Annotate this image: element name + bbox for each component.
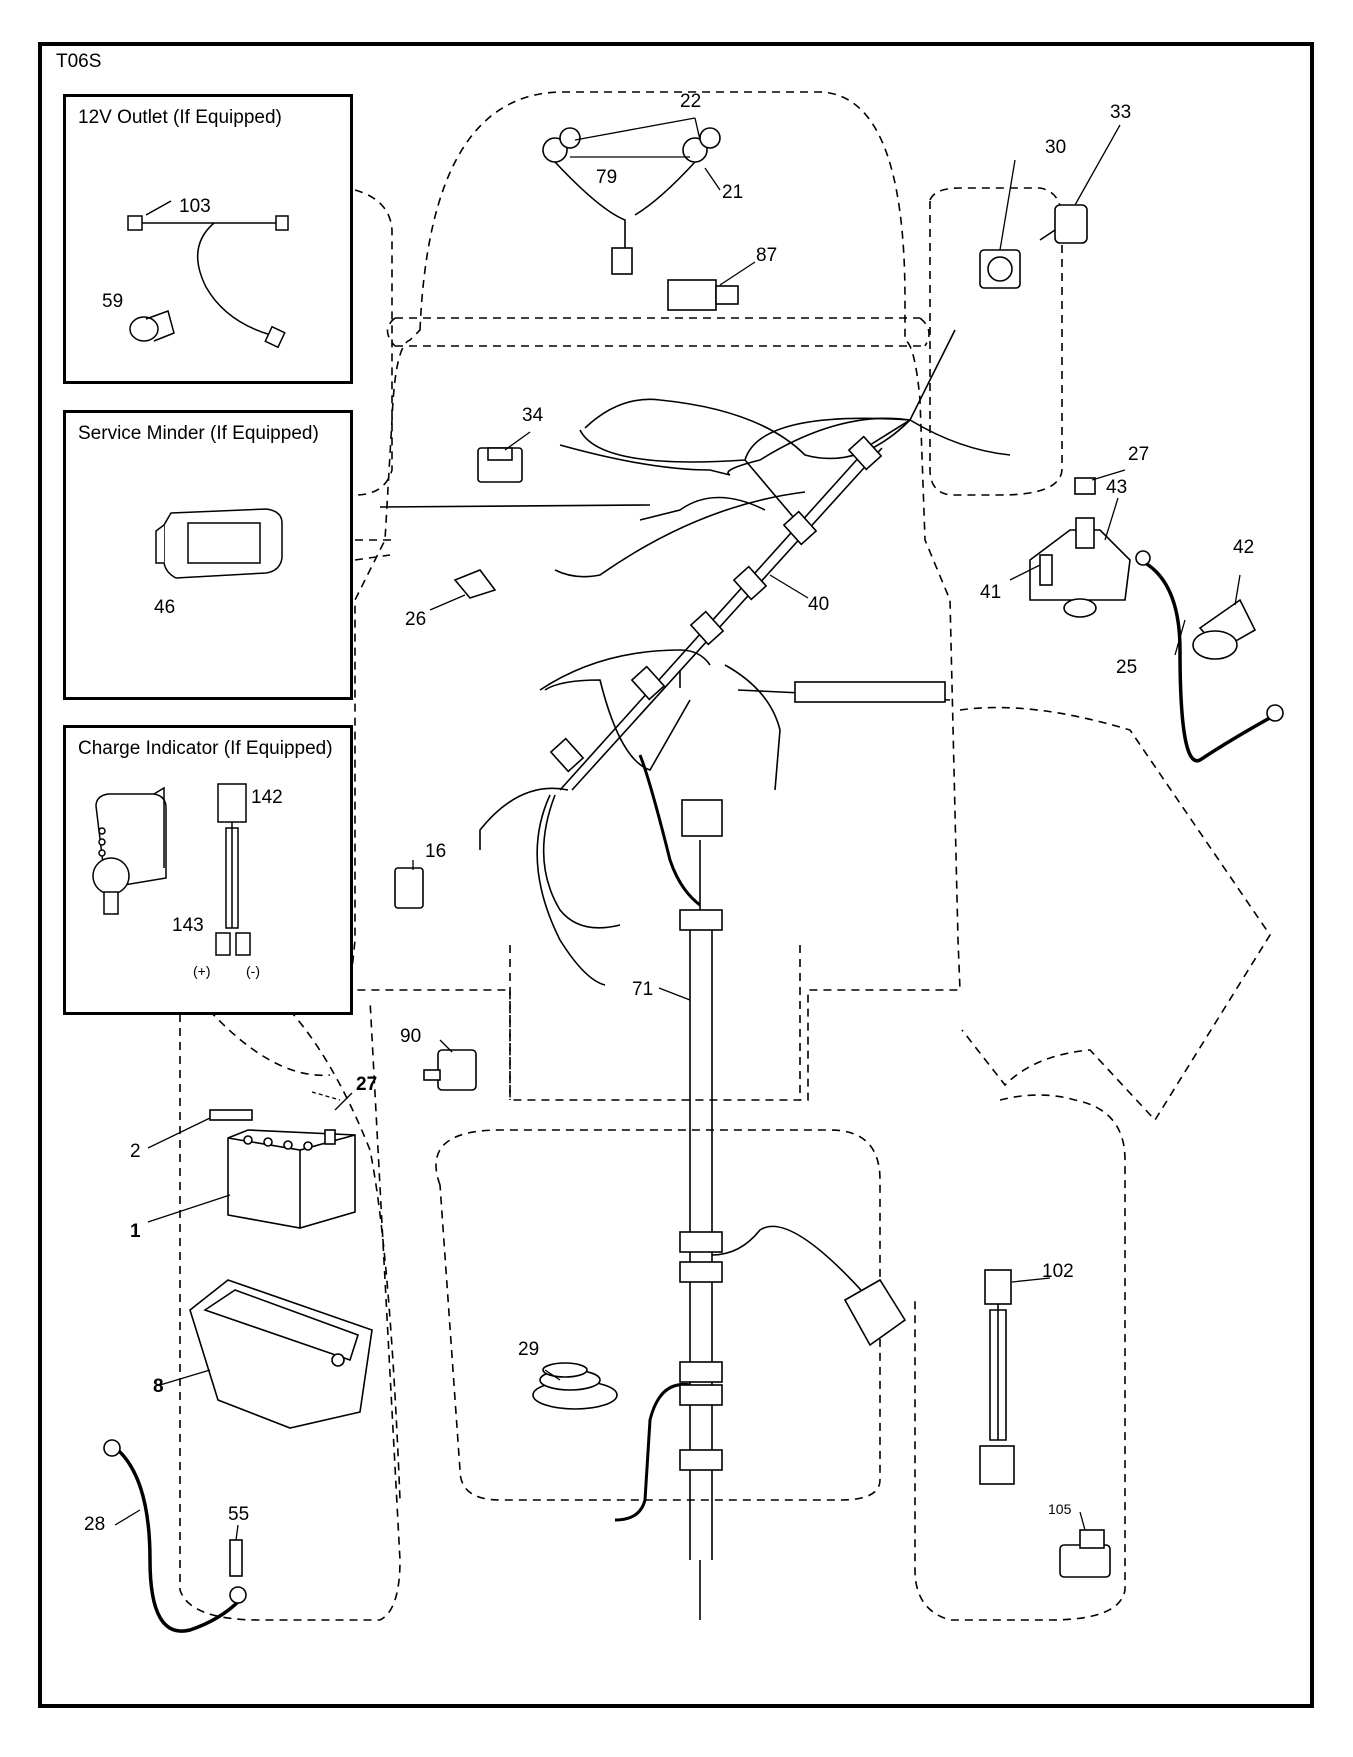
callout-22: 22 [680, 91, 702, 112]
switch-105 [1059, 1529, 1111, 1578]
callout-27-top: 27 [1128, 444, 1150, 465]
adapter-102 [979, 1269, 1015, 1485]
cable-28 [116, 1448, 242, 1633]
tractor-outline [179, 91, 1271, 1621]
terminal-boot-42 [1192, 598, 1257, 660]
inset-title-charge-indicator: Charge Indicator (If Equipped) [78, 738, 333, 759]
inset-title-service-minder: Service Minder (If Equipped) [78, 423, 319, 444]
callout-28: 28 [84, 1514, 106, 1535]
polarity-minus: (-) [246, 963, 260, 979]
callout-87: 87 [756, 245, 778, 266]
callout-142: 142 [251, 787, 283, 808]
cable-28-ring-top [103, 1439, 121, 1457]
callout-29: 29 [518, 1339, 540, 1360]
diagram-code: T06S [56, 51, 102, 72]
harness-clips [549, 435, 946, 1471]
inset-title-12v-outlet: 12V Outlet (If Equipped) [78, 107, 282, 128]
ignition-switch-30 [979, 249, 1021, 289]
cable-25 [1139, 558, 1276, 763]
callout-46: 46 [154, 597, 176, 618]
callout-102: 102 [1042, 1261, 1074, 1282]
polarity-plus: (+) [193, 963, 211, 979]
diagram-frame [38, 42, 1314, 1708]
fuse-26 [453, 569, 497, 599]
callout-27-battery: 27 [356, 1074, 378, 1095]
callout-55: 55 [228, 1504, 250, 1525]
callout-79: 79 [596, 167, 618, 188]
callout-26: 26 [405, 609, 427, 630]
callout-21: 21 [722, 182, 744, 203]
switch-16 [394, 867, 424, 909]
cable-25-ring-top [1135, 550, 1151, 566]
callout-1: 1 [130, 1221, 141, 1242]
callout-143: 143 [172, 915, 204, 936]
callout-34: 34 [522, 405, 544, 426]
headlight-harness [542, 127, 721, 275]
inset-12v-outlet: 12V Outlet (If Equipped) 103 59 [63, 94, 353, 384]
connector-71-side [843, 1278, 907, 1347]
callout-41: 41 [980, 582, 1002, 603]
leader-lines [114, 117, 1241, 1541]
callout-103: 103 [179, 196, 211, 217]
switch-87 [667, 279, 739, 311]
callout-90: 90 [400, 1026, 422, 1047]
plug-29 [532, 1362, 618, 1410]
bolt-41 [1039, 554, 1053, 586]
callout-25: 25 [1116, 657, 1138, 678]
callout-105: 105 [1048, 1501, 1072, 1517]
callout-42: 42 [1233, 537, 1255, 558]
nut-27 [1074, 477, 1096, 495]
callout-43: 43 [1106, 477, 1128, 498]
callout-59: 59 [102, 291, 124, 312]
bolt-55 [229, 1539, 243, 1577]
outlet-harness-drawing [127, 200, 289, 349]
callout-40: 40 [808, 594, 830, 615]
callout-30: 30 [1045, 137, 1067, 158]
charge-indicator-drawing [92, 783, 251, 956]
key-33 [1039, 204, 1088, 244]
bolt-2 [209, 1109, 253, 1121]
wiring-harness [379, 329, 1011, 1620]
connector-71-top [681, 799, 723, 837]
solenoid-43 [1029, 517, 1131, 618]
callout-2: 2 [130, 1141, 141, 1162]
relay-90 [423, 1049, 477, 1091]
inset-charge-indicator: Charge Indicator (If Equipped) 142 143 (… [63, 725, 353, 1015]
callout-33: 33 [1110, 102, 1132, 123]
inset-service-minder: Service Minder (If Equipped) 46 [63, 410, 353, 700]
callout-71: 71 [632, 979, 654, 1000]
battery-1 [227, 1129, 356, 1229]
callout-8: 8 [153, 1376, 164, 1397]
callout-16: 16 [425, 841, 447, 862]
cable-25-ring-bottom [1266, 704, 1284, 722]
service-minder-drawing [155, 508, 283, 579]
cable-28-ring-bottom [229, 1586, 247, 1604]
battery-tray-8 [189, 1279, 373, 1429]
switch-34 [477, 447, 523, 483]
